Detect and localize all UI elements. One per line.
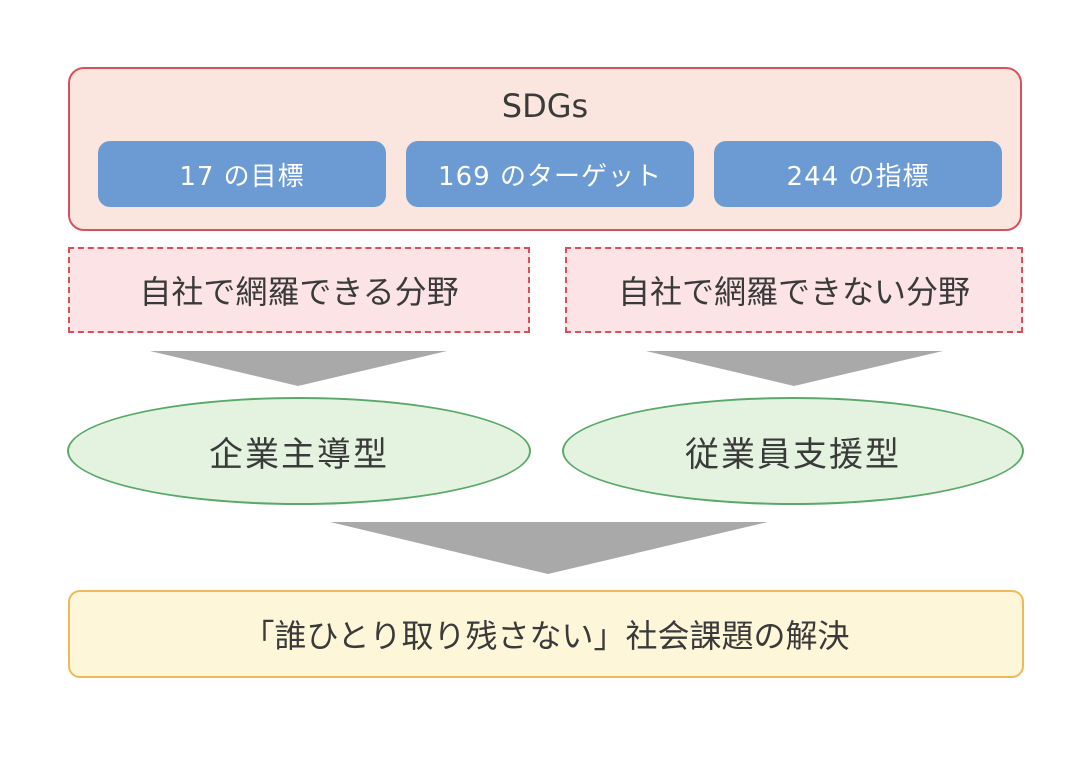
sdgs-box: SDGs 17 の目標 169 のターゲット 244 の指標 — [68, 67, 1022, 231]
company-led-ellipse: 企業主導型 — [67, 397, 531, 505]
indicators-pill: 244 の指標 — [714, 141, 1002, 207]
arrow-left — [150, 351, 447, 386]
goals-pill: 17 の目標 — [98, 141, 386, 207]
employee-support-ellipse: 従業員支援型 — [562, 397, 1024, 505]
non-coverable-area-box: 自社で網羅できない分野 — [565, 247, 1023, 333]
arrow-right — [646, 351, 943, 386]
result-box: 「誰ひとり取り残さない」社会課題の解決 — [68, 590, 1024, 678]
coverable-area-box: 自社で網羅できる分野 — [68, 247, 530, 333]
targets-pill: 169 のターゲット — [406, 141, 694, 207]
sdgs-title: SDGs — [501, 87, 589, 125]
arrow-bottom — [330, 522, 768, 574]
